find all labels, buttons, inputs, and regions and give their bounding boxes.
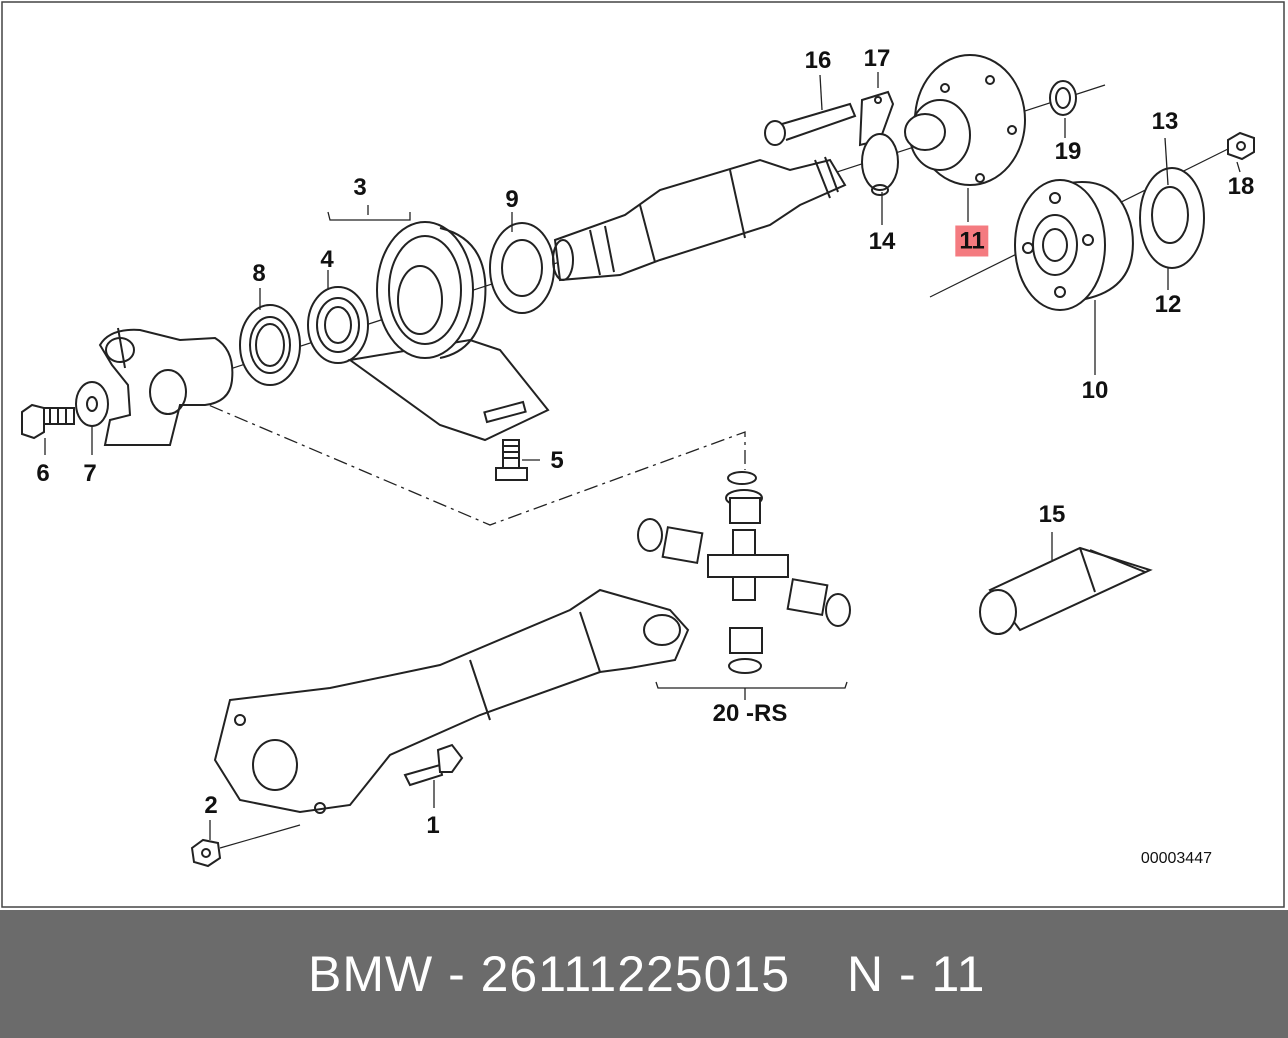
callout-6: 6: [36, 460, 50, 487]
part-number-caption: BMW - 26111225015: [308, 946, 791, 1002]
callout-9: 9: [505, 186, 519, 213]
centering-flange-11: [904, 54, 1026, 186]
clamp-14: [861, 133, 899, 196]
bracket-3: [327, 211, 411, 221]
washer-7: [75, 381, 109, 427]
callout-2: 2: [204, 792, 218, 819]
grease-tube-15: [979, 546, 1153, 635]
callout-5: 5: [550, 447, 564, 474]
universal-joint-20: [637, 471, 851, 674]
flange-yoke: [98, 327, 234, 446]
nut-18: [1227, 131, 1255, 161]
bracket-20: [655, 681, 848, 689]
document-id: 00003447: [1140, 850, 1212, 867]
callout-17: 17: [863, 45, 891, 72]
bolt-1: [403, 743, 464, 787]
ring-19: [1049, 80, 1077, 116]
diagram-reference-caption: N - 11: [847, 946, 986, 1002]
bolt-6: [21, 403, 75, 440]
callout-7: 7: [83, 460, 97, 487]
callout-11: 11: [955, 225, 989, 257]
callout-10: 10: [1081, 377, 1109, 404]
caption-bar: BMW - 26111225015 N - 11: [0, 910, 1288, 1038]
shaft-rear: [213, 588, 690, 814]
bolt-16: [764, 102, 857, 146]
nut-2: [190, 824, 301, 868]
dash-connector: [184, 394, 746, 526]
bearing-4: [307, 286, 369, 364]
seal-8: [239, 304, 301, 386]
callout-4: 4: [320, 246, 334, 273]
diagram-drawing: [1, 1, 1285, 908]
disc-12: [1139, 167, 1205, 269]
exploded-parts-diagram: 1 2 3 4 5 6 7 8 9 10 11 12 13 14 15 16 1…: [1, 1, 1285, 908]
clamp-17: [858, 90, 895, 147]
callout-3: 3: [353, 174, 367, 201]
leader-lines: [44, 72, 1241, 840]
callout-1: 1: [426, 812, 440, 839]
shaft-front: [552, 156, 847, 282]
diagram-border: [1, 1, 1285, 908]
bolt-5: [495, 439, 528, 481]
callout-13: 13: [1151, 108, 1179, 135]
callout-20-rs: 20 -RS: [712, 700, 788, 727]
callout-18: 18: [1227, 173, 1255, 200]
callout-15: 15: [1038, 501, 1066, 528]
callout-16: 16: [804, 47, 832, 74]
dust-cover-9: [489, 222, 555, 314]
callout-8: 8: [252, 260, 266, 287]
callout-19: 19: [1054, 138, 1082, 165]
callout-12: 12: [1154, 291, 1182, 318]
center-support-3: [347, 221, 550, 442]
flex-disc-10: [1014, 179, 1134, 311]
callout-14: 14: [868, 228, 896, 255]
